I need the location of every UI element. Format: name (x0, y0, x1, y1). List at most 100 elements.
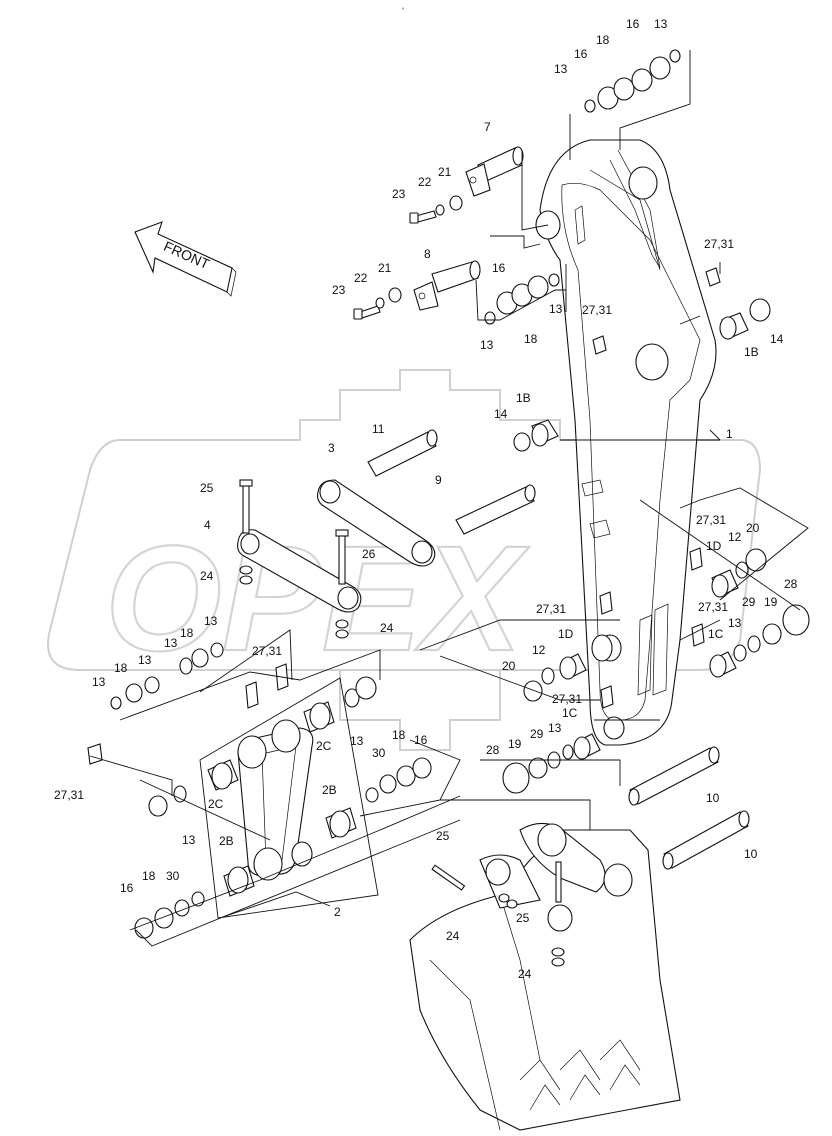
callout-label: 27,31 (252, 644, 282, 658)
arm-part (535, 139, 717, 746)
callout-label: 14 (494, 407, 508, 421)
link-2-assembly (199, 677, 379, 919)
callout-label: 18 (142, 869, 156, 883)
callout-label: 14 (770, 332, 784, 346)
callout-label: 18 (392, 728, 406, 742)
callout-label: 16 (492, 261, 506, 275)
front-arrow-icon: FRONT (134, 221, 237, 297)
callout-label: 2B (219, 834, 234, 848)
callout-label: 9 (435, 473, 442, 487)
callout-label: 29 (530, 727, 544, 741)
washer-22b-icon (375, 297, 385, 309)
callout-label: 25 (200, 481, 214, 495)
callout-label: 13 (92, 675, 106, 689)
callout-label: 29 (742, 595, 756, 609)
top-note: ° (402, 8, 405, 14)
callout-label: 13 (548, 721, 562, 735)
bolt-23a-icon (409, 210, 437, 224)
callout-label: 13 (480, 338, 494, 352)
callout-label: 2B (322, 783, 337, 797)
washers-right-upper (711, 548, 767, 598)
callout-label: 18 (114, 661, 128, 675)
leader-lines (89, 50, 809, 947)
callout-label: 3 (328, 441, 335, 455)
link-4 (237, 529, 362, 613)
callout-label: 23 (392, 187, 406, 201)
callout-label: 24 (518, 967, 532, 981)
callout-label: 27,31 (552, 692, 582, 706)
callout-label: 1C (708, 627, 724, 641)
callout-label: 13 (728, 616, 742, 630)
callout-label: 1B (516, 391, 531, 405)
callout-label: 22 (354, 271, 368, 285)
callout-label: 13 (182, 833, 196, 847)
washers-center-lower (502, 733, 601, 794)
callout-label: 22 (418, 175, 432, 189)
washer-22a-icon (435, 204, 445, 216)
link-3 (316, 479, 436, 567)
callout-label: 19 (764, 595, 778, 609)
washer-stack-top (584, 49, 681, 113)
callout-label: 13 (654, 17, 668, 31)
bucket-part (409, 822, 681, 1131)
callout-label: 19 (508, 737, 522, 751)
washer-stack-link2-left (134, 785, 205, 939)
callout-label: 13 (164, 636, 178, 650)
callout-label: 27,31 (582, 303, 612, 317)
washer-stack-left-upper (110, 642, 224, 710)
callout-label: 11 (372, 422, 385, 436)
callout-label: 27,31 (698, 600, 728, 614)
callout-label: 12 (728, 530, 742, 544)
callout-label: 27,31 (696, 513, 726, 527)
callout-label: 13 (138, 653, 152, 667)
callout-label: 1B (744, 345, 759, 359)
callout-label: 2C (316, 739, 332, 753)
callout-label: 1D (706, 539, 722, 553)
pin-8 (413, 260, 481, 311)
callout-labels: 13 16 18 16 13 7 21 22 23 8 16 21 22 23 … (54, 17, 798, 981)
pin-10a (628, 746, 720, 806)
pin-10b (662, 810, 750, 870)
callout-label: 18 (180, 626, 194, 640)
callout-label: 18 (524, 332, 538, 346)
washer-stack-mid (484, 273, 560, 325)
callout-label: 13 (549, 302, 563, 316)
callout-label: 13 (554, 62, 568, 76)
callout-label: 30 (166, 869, 180, 883)
washer-21b-icon (388, 287, 402, 303)
callout-label: 16 (120, 881, 134, 895)
callout-label: 25 (516, 911, 530, 925)
callout-label: 23 (332, 283, 346, 297)
washers-center (523, 634, 613, 702)
callout-label: 13 (350, 734, 364, 748)
callout-label: 13 (204, 614, 218, 628)
bolt-26-icon (335, 529, 349, 585)
callout-label: 2C (208, 797, 224, 811)
bushing-1B-right (719, 298, 771, 340)
callout-label: 27,31 (536, 602, 566, 616)
callout-label: 28 (784, 577, 798, 591)
pin-7 (465, 146, 524, 197)
callout-label: 21 (438, 165, 452, 179)
callout-label: 21 (378, 261, 392, 275)
callout-label: 24 (446, 929, 460, 943)
callout-label: 28 (486, 743, 500, 757)
callout-label: 10 (706, 791, 720, 805)
callout-label: 2 (334, 905, 341, 919)
callout-label: 25 (436, 829, 450, 843)
callout-label: 10 (744, 847, 758, 861)
callout-label: 12 (532, 643, 546, 657)
callout-label: 1C (562, 706, 578, 720)
callout-label: 1D (558, 627, 574, 641)
nut-24-icon (239, 565, 349, 639)
callout-label: 20 (746, 521, 760, 535)
callout-label: 26 (362, 547, 376, 561)
callout-label: 30 (372, 746, 386, 760)
washers-right-lower (709, 604, 810, 678)
grease-fitting-icon (87, 267, 721, 765)
pin-11 (367, 429, 438, 477)
callout-label: 8 (424, 247, 431, 261)
callout-label: 1 (726, 427, 733, 441)
callout-label: 24 (380, 621, 394, 635)
washer-21a-icon (449, 195, 463, 211)
